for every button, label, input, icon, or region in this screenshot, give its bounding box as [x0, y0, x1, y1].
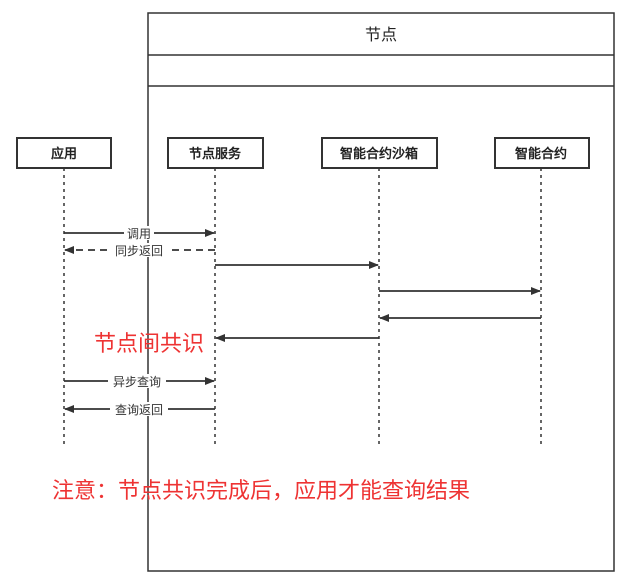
note-annotation: 注意：节点共识完成后，应用才能查询结果	[52, 479, 470, 504]
actor-sandbox: 智能合约沙箱	[321, 137, 438, 169]
actor-node-service-label: 节点服务	[189, 146, 242, 162]
actor-smart-contract-label: 智能合约	[515, 146, 567, 162]
consensus-annotation: 节点间共识	[94, 332, 204, 357]
node-container: 节点	[147, 12, 615, 572]
message-call: 调用	[64, 226, 215, 241]
message-query-return: 查询返回	[64, 402, 215, 417]
message-async-query-label: 异步查询	[113, 375, 161, 389]
message-async-query: 异步查询	[64, 374, 215, 389]
actor-sandbox-label: 智能合约沙箱	[340, 146, 418, 162]
actor-smart-contract: 智能合约	[494, 137, 590, 169]
actor-app: 应用	[16, 137, 112, 169]
actor-node-service: 节点服务	[167, 137, 264, 169]
actor-app-label: 应用	[51, 146, 77, 162]
message-query-return-label: 查询返回	[115, 403, 163, 417]
message-sync-return-label: 同步返回	[115, 244, 163, 258]
message-call-label: 调用	[127, 227, 151, 241]
message-sync-return: 同步返回	[64, 243, 215, 258]
node-title: 节点	[365, 25, 397, 44]
